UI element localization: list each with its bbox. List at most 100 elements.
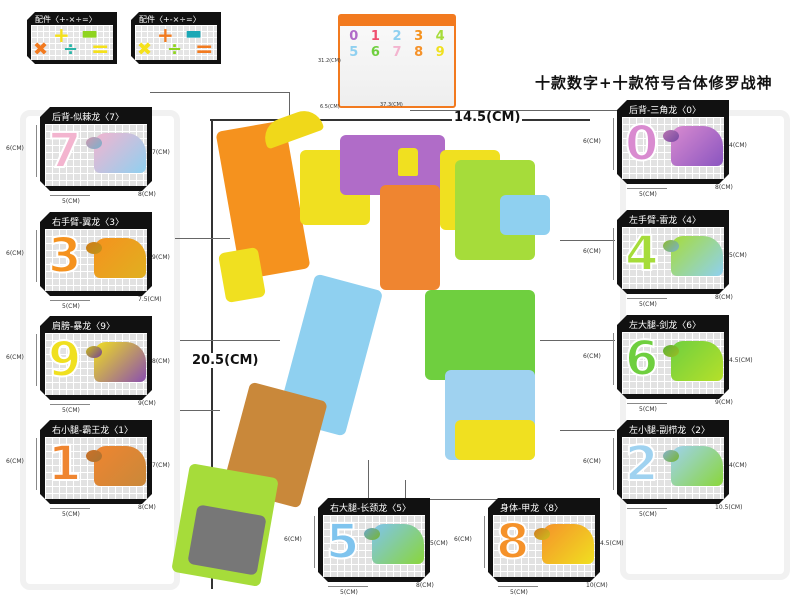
dino-height-label: 4.5(CM) (600, 540, 624, 547)
block-width-label: 5(CM) (639, 406, 657, 413)
part-card: 右小腿-霸王龙〈1〉1 (40, 420, 152, 504)
height-dimension-line (36, 438, 37, 490)
block-width-label: 5(CM) (62, 511, 80, 518)
block-width-label: 5(CM) (62, 407, 80, 414)
dino-height-label: 9(CM) (152, 254, 170, 261)
block-height-label: 6(CM) (583, 138, 601, 145)
robot-head (398, 148, 418, 176)
dino-height-label: 8(CM) (152, 358, 170, 365)
dinosaur-figure (671, 446, 723, 486)
dinosaur-figure (94, 238, 146, 278)
dino-height-label: 5(CM) (729, 252, 747, 259)
height-dimension-line (484, 516, 485, 568)
dino-height-label: 5(CM) (430, 540, 448, 547)
width-dimension-line (498, 586, 538, 587)
package-digit: 8 (414, 45, 424, 61)
part-card: 后背-似棘龙〈7〉7 (40, 107, 152, 191)
block-width-label: 5(CM) (639, 511, 657, 518)
equals-icon: = (91, 37, 110, 62)
part-card: 左小腿-副栉龙〈2〉2 (617, 420, 729, 504)
dinosaur-figure (94, 133, 146, 173)
part-card: 身体-甲龙〈8〉8 (488, 498, 600, 582)
number-block: 4 (625, 226, 659, 282)
number-block: 2 (625, 436, 659, 492)
connector-line (540, 340, 615, 341)
package-digit: 7 (392, 45, 402, 61)
width-dimension-line (50, 508, 90, 509)
connector-line (150, 92, 290, 122)
multiply-icon: ✖ (33, 39, 49, 60)
part-card: 左大腿-剑龙〈6〉6 (617, 315, 729, 399)
block-height-label: 6(CM) (6, 354, 24, 361)
height-dimension-line (613, 438, 614, 490)
width-dimension-line (328, 586, 368, 587)
connector-line (180, 340, 280, 341)
headline: 十款数字+十款符号合体修罗战神 (535, 74, 773, 92)
package-width-label: 37.3(CM) (380, 102, 403, 108)
dinosaur-figure (542, 524, 594, 564)
block-height-label: 6(CM) (583, 458, 601, 465)
accessory-card-1: 配件〈+-×÷=〉 + ▬ ✖ ÷ = (27, 12, 117, 64)
connector-line (368, 460, 369, 500)
height-dimension-line (36, 334, 37, 386)
width-dimension-line (50, 195, 90, 196)
dino-length-label: 9(CM) (138, 400, 156, 407)
dino-length-label: 10(CM) (586, 582, 608, 589)
number-block: 8 (496, 514, 530, 570)
equals-icon: = (195, 37, 214, 62)
width-dimension-line (50, 300, 90, 301)
number-block: 9 (48, 332, 82, 388)
dinosaur-figure (671, 236, 723, 276)
part-label: 左手臂-雷龙〈4〉 (629, 216, 701, 226)
dino-length-label: 8(CM) (715, 184, 733, 191)
part-label: 左大腿-剑龙〈6〉 (629, 321, 701, 331)
package-digit: 3 (414, 29, 424, 44)
width-dimension-line (50, 404, 90, 405)
dino-length-label: 9(CM) (715, 399, 733, 406)
connector-line (410, 110, 620, 111)
dinosaur-figure (372, 524, 424, 564)
package-digit: 0 (349, 29, 359, 44)
connector-line (175, 238, 230, 239)
number-block: 6 (625, 331, 659, 387)
block-width-label: 5(CM) (340, 589, 358, 596)
accessory-title: 配件〈+-×÷=〉 (139, 15, 201, 24)
dinosaur-figure (94, 342, 146, 382)
block-width-label: 5(CM) (62, 303, 80, 310)
accessory-card-2: 配件〈+-×÷=〉 + ▬ ✖ ÷ = (131, 12, 221, 64)
dino-height-label: 4.5(CM) (729, 357, 753, 364)
package-digit: 9 (435, 45, 445, 61)
dino-length-label: 7.5(CM) (138, 296, 162, 303)
package-height-label: 31.2(CM) (318, 58, 341, 64)
dino-height-label: 7(CM) (152, 462, 170, 469)
card-grid (493, 515, 595, 577)
number-block: 5 (326, 514, 360, 570)
part-card: 左手臂-雷龙〈4〉4 (617, 210, 729, 294)
width-dimension-line (627, 298, 667, 299)
block-width-label: 5(CM) (639, 301, 657, 308)
robot-width-label: 14.5(CM) (452, 110, 523, 125)
number-block: 0 (625, 116, 659, 172)
package-depth-label: 6.5(CM) (320, 104, 340, 110)
width-dimension-line (627, 188, 667, 189)
part-card: 肩膀-暴龙〈9〉9 (40, 316, 152, 400)
block-height-label: 6(CM) (583, 248, 601, 255)
height-dimension-line (613, 118, 614, 170)
connector-line (405, 480, 535, 500)
package-digit: 2 (392, 29, 402, 44)
part-label: 右大腿-长颈龙〈5〉 (330, 504, 411, 514)
dinosaur-figure (671, 341, 723, 381)
package-digit: 5 (349, 45, 359, 61)
block-height-label: 6(CM) (454, 536, 472, 543)
dino-height-label: 7(CM) (152, 149, 170, 156)
robot-left-foot (455, 420, 535, 460)
part-card: 右大腿-长颈龙〈5〉5 (318, 498, 430, 582)
dino-length-label: 8(CM) (138, 191, 156, 198)
width-measure-line (210, 119, 590, 121)
connector-line (180, 410, 220, 411)
part-label: 肩膀-暴龙〈9〉 (52, 322, 115, 332)
part-label: 右手臂-翼龙〈3〉 (52, 218, 124, 228)
part-label: 后背-似棘龙〈7〉 (52, 113, 124, 123)
dino-height-label: 4(CM) (729, 462, 747, 469)
robot-right-foot-sole (187, 504, 267, 576)
